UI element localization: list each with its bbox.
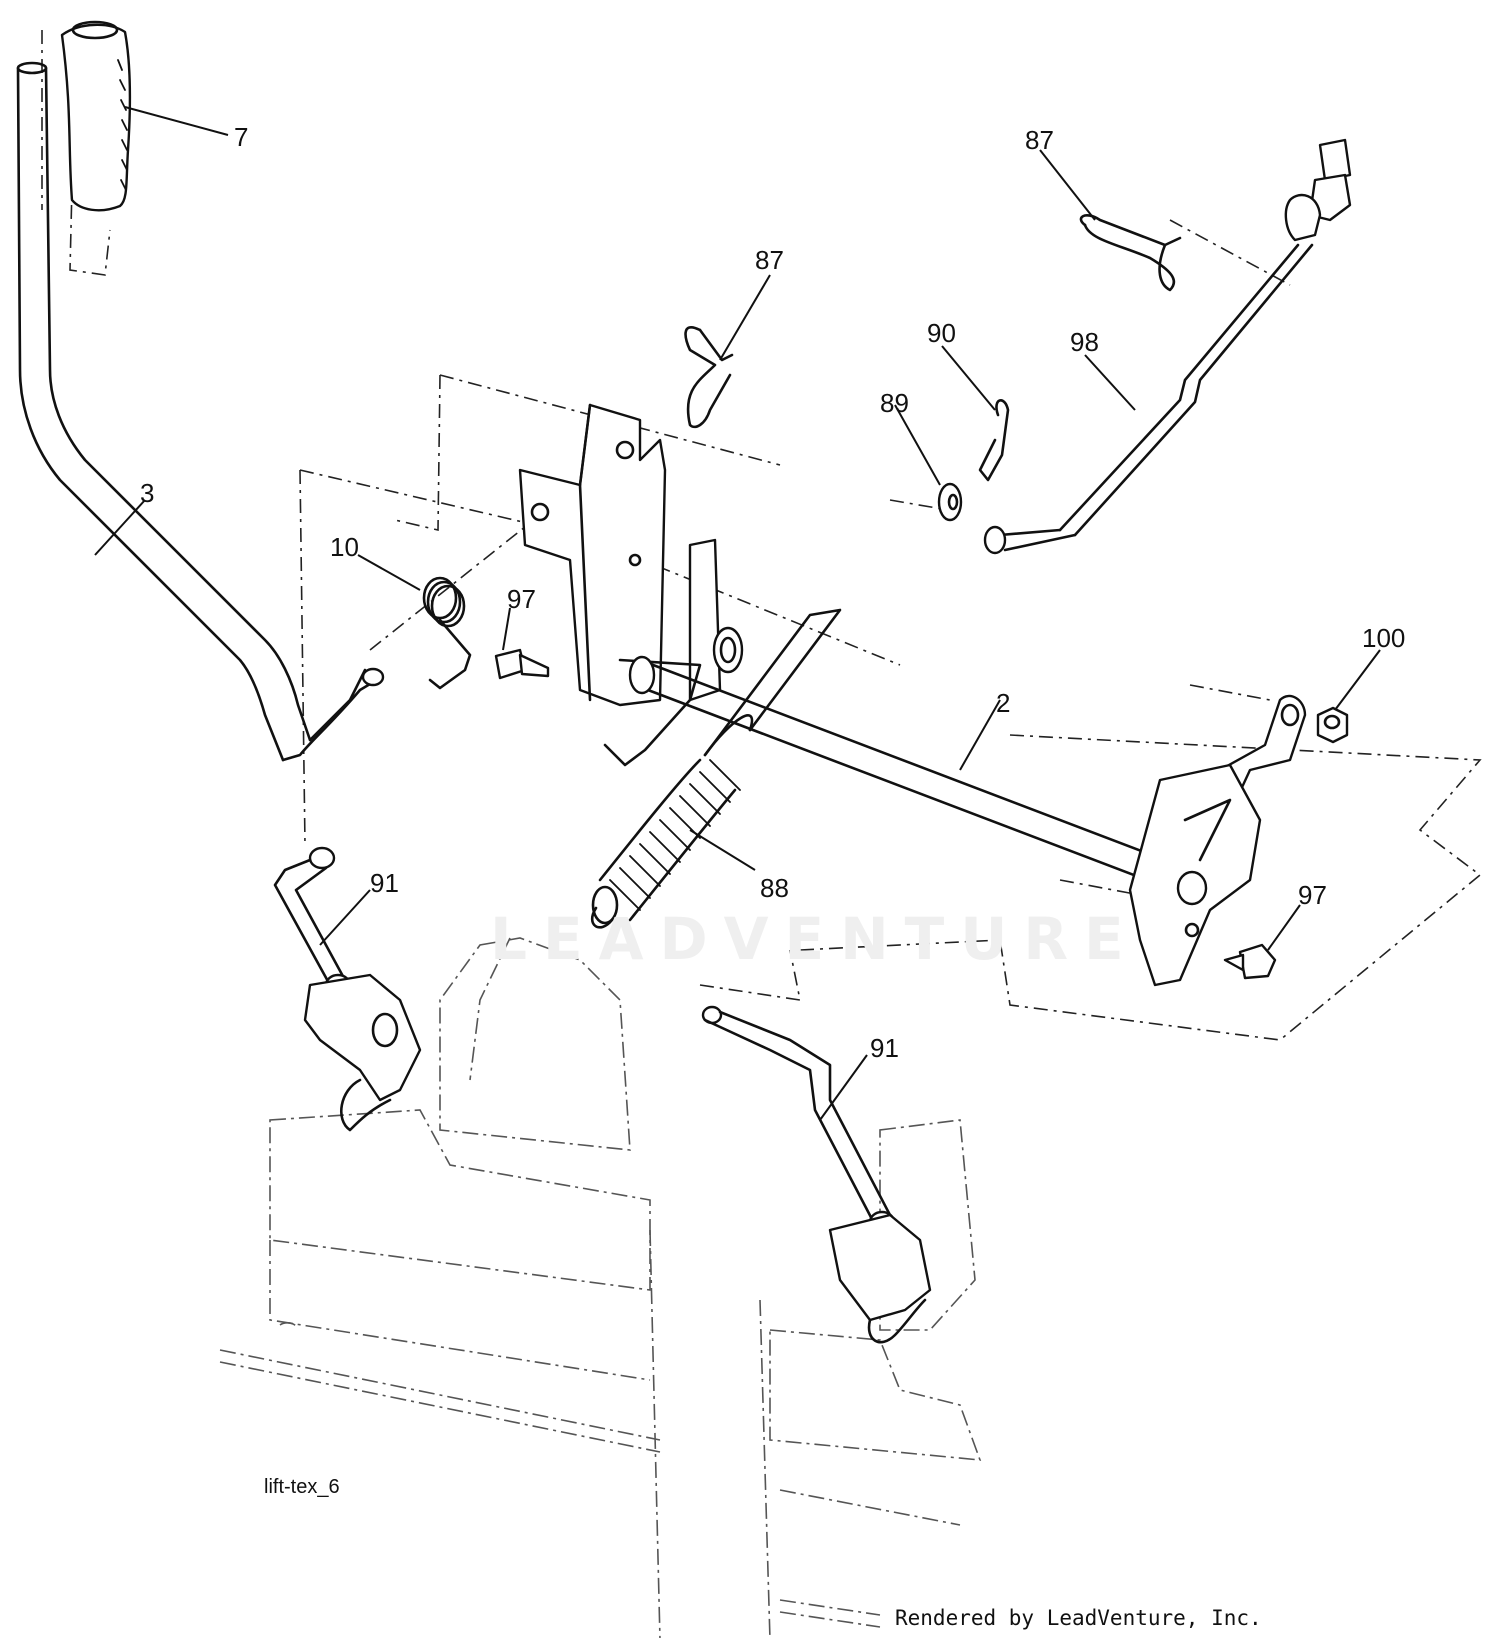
diagram-label: lift-tex_6	[264, 1476, 340, 1498]
bolt-right	[1223, 943, 1277, 980]
callout-97-right: 97	[1298, 880, 1327, 910]
callout-88: 88	[760, 873, 789, 903]
callout-97-left: 97	[507, 584, 536, 614]
callout-89: 89	[880, 388, 909, 418]
callout-10: 10	[330, 532, 359, 562]
hairpin-90	[978, 399, 1010, 482]
deck-link-left	[273, 846, 422, 1132]
callout-90: 90	[927, 318, 956, 348]
hairpin-clip-top	[1079, 214, 1182, 292]
callout-98: 98	[1070, 327, 1099, 357]
callout-7: 7	[234, 122, 249, 152]
lift-handle-rod	[16, 61, 385, 762]
render-credit: Rendered by LeadVenture, Inc.	[895, 1606, 1262, 1630]
torsion-spring	[422, 576, 472, 690]
flat-washer	[937, 482, 963, 522]
chassis-outline	[219, 937, 982, 1641]
handle-grip	[60, 20, 132, 212]
callout-2: 2	[996, 688, 1011, 718]
pivot-bracket	[518, 403, 744, 767]
alignment-lines	[41, 30, 1482, 1041]
callout-87-mid: 87	[755, 245, 784, 275]
deck-lift-link	[983, 138, 1352, 555]
callout-91-right: 91	[870, 1033, 899, 1063]
callout-91-left: 91	[370, 868, 399, 898]
callout-3: 3	[140, 478, 155, 508]
callout-87-top: 87	[1025, 125, 1054, 155]
watermark-text: LEADVENTURE	[490, 905, 1140, 973]
deck-link-right	[701, 1005, 932, 1344]
leader-lines	[94, 106, 1381, 1121]
hex-nut	[1316, 706, 1349, 744]
hairpin-clip-mid	[684, 326, 734, 429]
bolt-left	[494, 648, 550, 680]
extension-spring	[590, 608, 842, 929]
callout-100: 100	[1362, 623, 1406, 653]
right-lift-arm	[1128, 694, 1307, 987]
